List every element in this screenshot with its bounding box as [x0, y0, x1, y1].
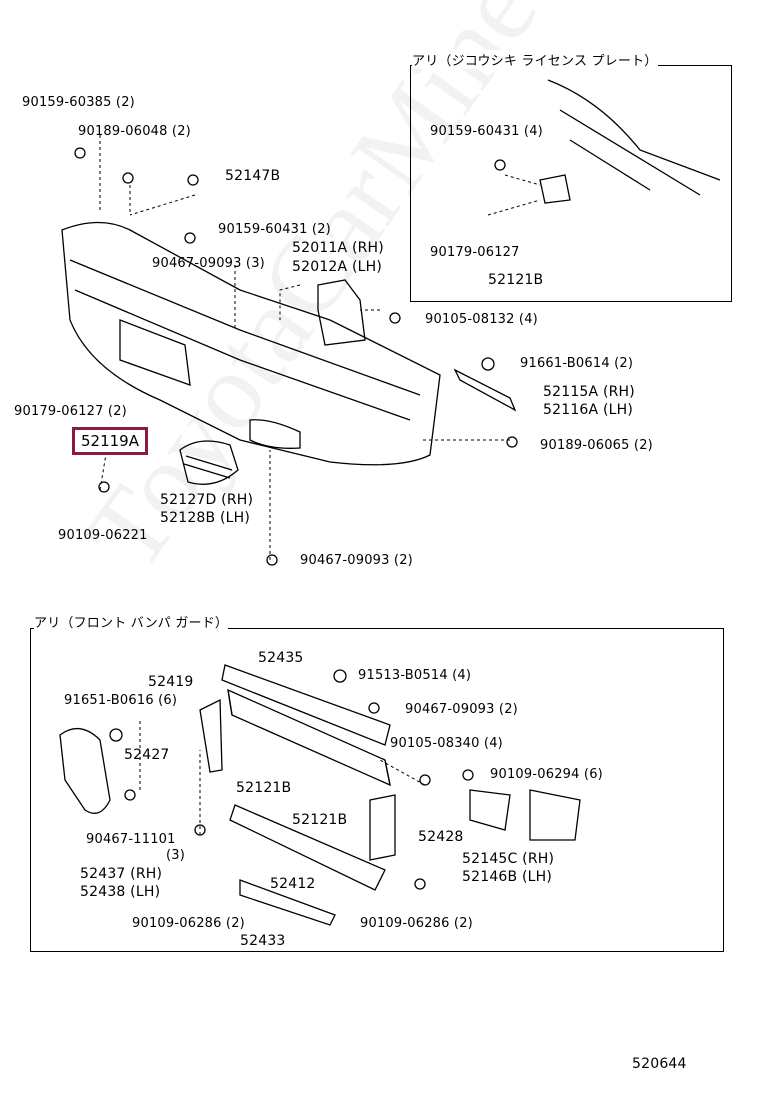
part-label: 52121B	[488, 272, 544, 288]
part-label: 52121B	[236, 780, 292, 796]
part-label: 52012A (LH)	[292, 259, 383, 275]
license-plate-inset	[410, 65, 732, 302]
part-label: 90179-06127	[430, 245, 520, 260]
part-label: 90105-08132 (4)	[425, 312, 538, 327]
bumper-cover	[61, 221, 441, 466]
part-label: 52147B	[225, 168, 281, 184]
part-label: 52011A (RH)	[292, 240, 384, 256]
fog-grille	[179, 440, 239, 485]
bracket-52419	[199, 698, 223, 773]
highlighted-part-52119a[interactable]: 52119A	[72, 427, 148, 455]
part-label: 90159-60431 (4)	[430, 124, 543, 139]
part-label: 90109-06286 (2)	[132, 916, 245, 931]
part-label: 90467-11101	[86, 832, 176, 847]
part-label: 90179-06127 (2)	[14, 404, 127, 419]
part-label: 52435	[258, 650, 304, 666]
part-label: 52146B (LH)	[462, 869, 553, 885]
part-label: (3)	[166, 848, 186, 863]
bracket-52011a	[317, 279, 366, 346]
part-label: 91651-B0616 (6)	[64, 693, 178, 708]
part-label: 90159-60431 (2)	[218, 222, 331, 237]
part-label: 91661-B0614 (2)	[520, 356, 634, 371]
inset-top-title: アリ（ジコウシキ ライセンス プレート）	[412, 50, 658, 69]
part-label: 52127D (RH)	[160, 492, 254, 508]
part-label: 52128B (LH)	[160, 510, 251, 526]
bar-52412	[229, 804, 386, 891]
bumper-guard-inset	[30, 628, 724, 952]
part-label: 52115A (RH)	[543, 384, 635, 400]
part-label: 90159-60385 (2)	[22, 95, 135, 110]
stay-52433	[239, 879, 336, 926]
part-label: 90109-06221	[58, 528, 148, 543]
part-label: 90467-09093 (3)	[152, 256, 265, 271]
brace-52115a	[453, 368, 517, 412]
diagram-id: 520644	[632, 1056, 687, 1072]
part-label: 52145C (RH)	[462, 851, 555, 867]
part-label: 90467-09093 (2)	[405, 702, 518, 717]
inset-bottom-title: アリ（フロント バンパ ガード）	[34, 612, 229, 631]
part-label: 90109-06294 (6)	[490, 767, 603, 782]
part-label: 91513-B0514 (4)	[358, 668, 472, 683]
part-label: 90105-08340 (4)	[390, 736, 503, 751]
side-52437	[59, 728, 111, 814]
part-label: 52121B	[292, 812, 348, 828]
part-label: 90189-06048 (2)	[78, 124, 191, 139]
part-label: 52419	[148, 674, 194, 690]
part-label: 90467-09093 (2)	[300, 553, 413, 568]
part-label: 90109-06286 (2)	[360, 916, 473, 931]
part-label: 52437 (RH)	[80, 866, 163, 882]
part-label: 52428	[418, 829, 464, 845]
bumper-guard-52435	[221, 664, 391, 746]
part-label: 52438 (LH)	[80, 884, 161, 900]
part-label: 52116A (LH)	[543, 402, 634, 418]
part-label: 52433	[240, 933, 286, 949]
part-label: 52427	[124, 747, 170, 763]
part-label: 90189-06065 (2)	[540, 438, 653, 453]
part-label: 52412	[270, 876, 316, 892]
